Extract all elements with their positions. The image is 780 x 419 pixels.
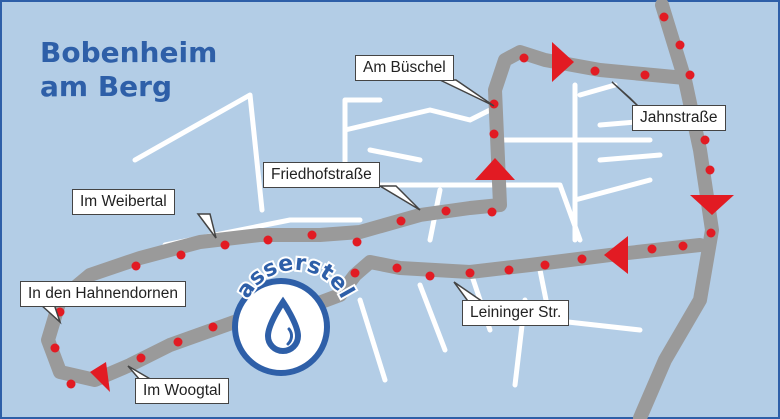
street-label-in-den-hahnendornen: In den Hahnendornen <box>20 281 186 307</box>
direction-arrow-icon <box>690 195 734 215</box>
map-title: Bobenheim am Berg <box>40 36 217 104</box>
route-dots <box>50 12 716 389</box>
street-label-am-bueschel: Am Büschel <box>355 55 454 81</box>
street-label-im-weibertal: Im Weibertal <box>72 189 175 215</box>
street-label-friedhofstrasse: Friedhofstraße <box>263 162 380 188</box>
direction-arrow-icon <box>90 362 110 392</box>
title-line-1: Bobenheim <box>40 36 218 69</box>
street-label-leininger-str: Leininger Str. <box>462 300 570 326</box>
street-label-im-woogtal: Im Woogtal <box>135 378 230 404</box>
direction-arrow-icons <box>90 42 734 392</box>
title-line-2: am Berg <box>40 70 173 103</box>
street-label-jahnstrasse: Jahnstraße <box>632 105 726 131</box>
direction-arrow-icon <box>475 158 515 180</box>
callout-leaders <box>38 79 641 381</box>
direction-arrow-icon <box>604 236 628 274</box>
direction-arrow-icon <box>552 42 574 82</box>
